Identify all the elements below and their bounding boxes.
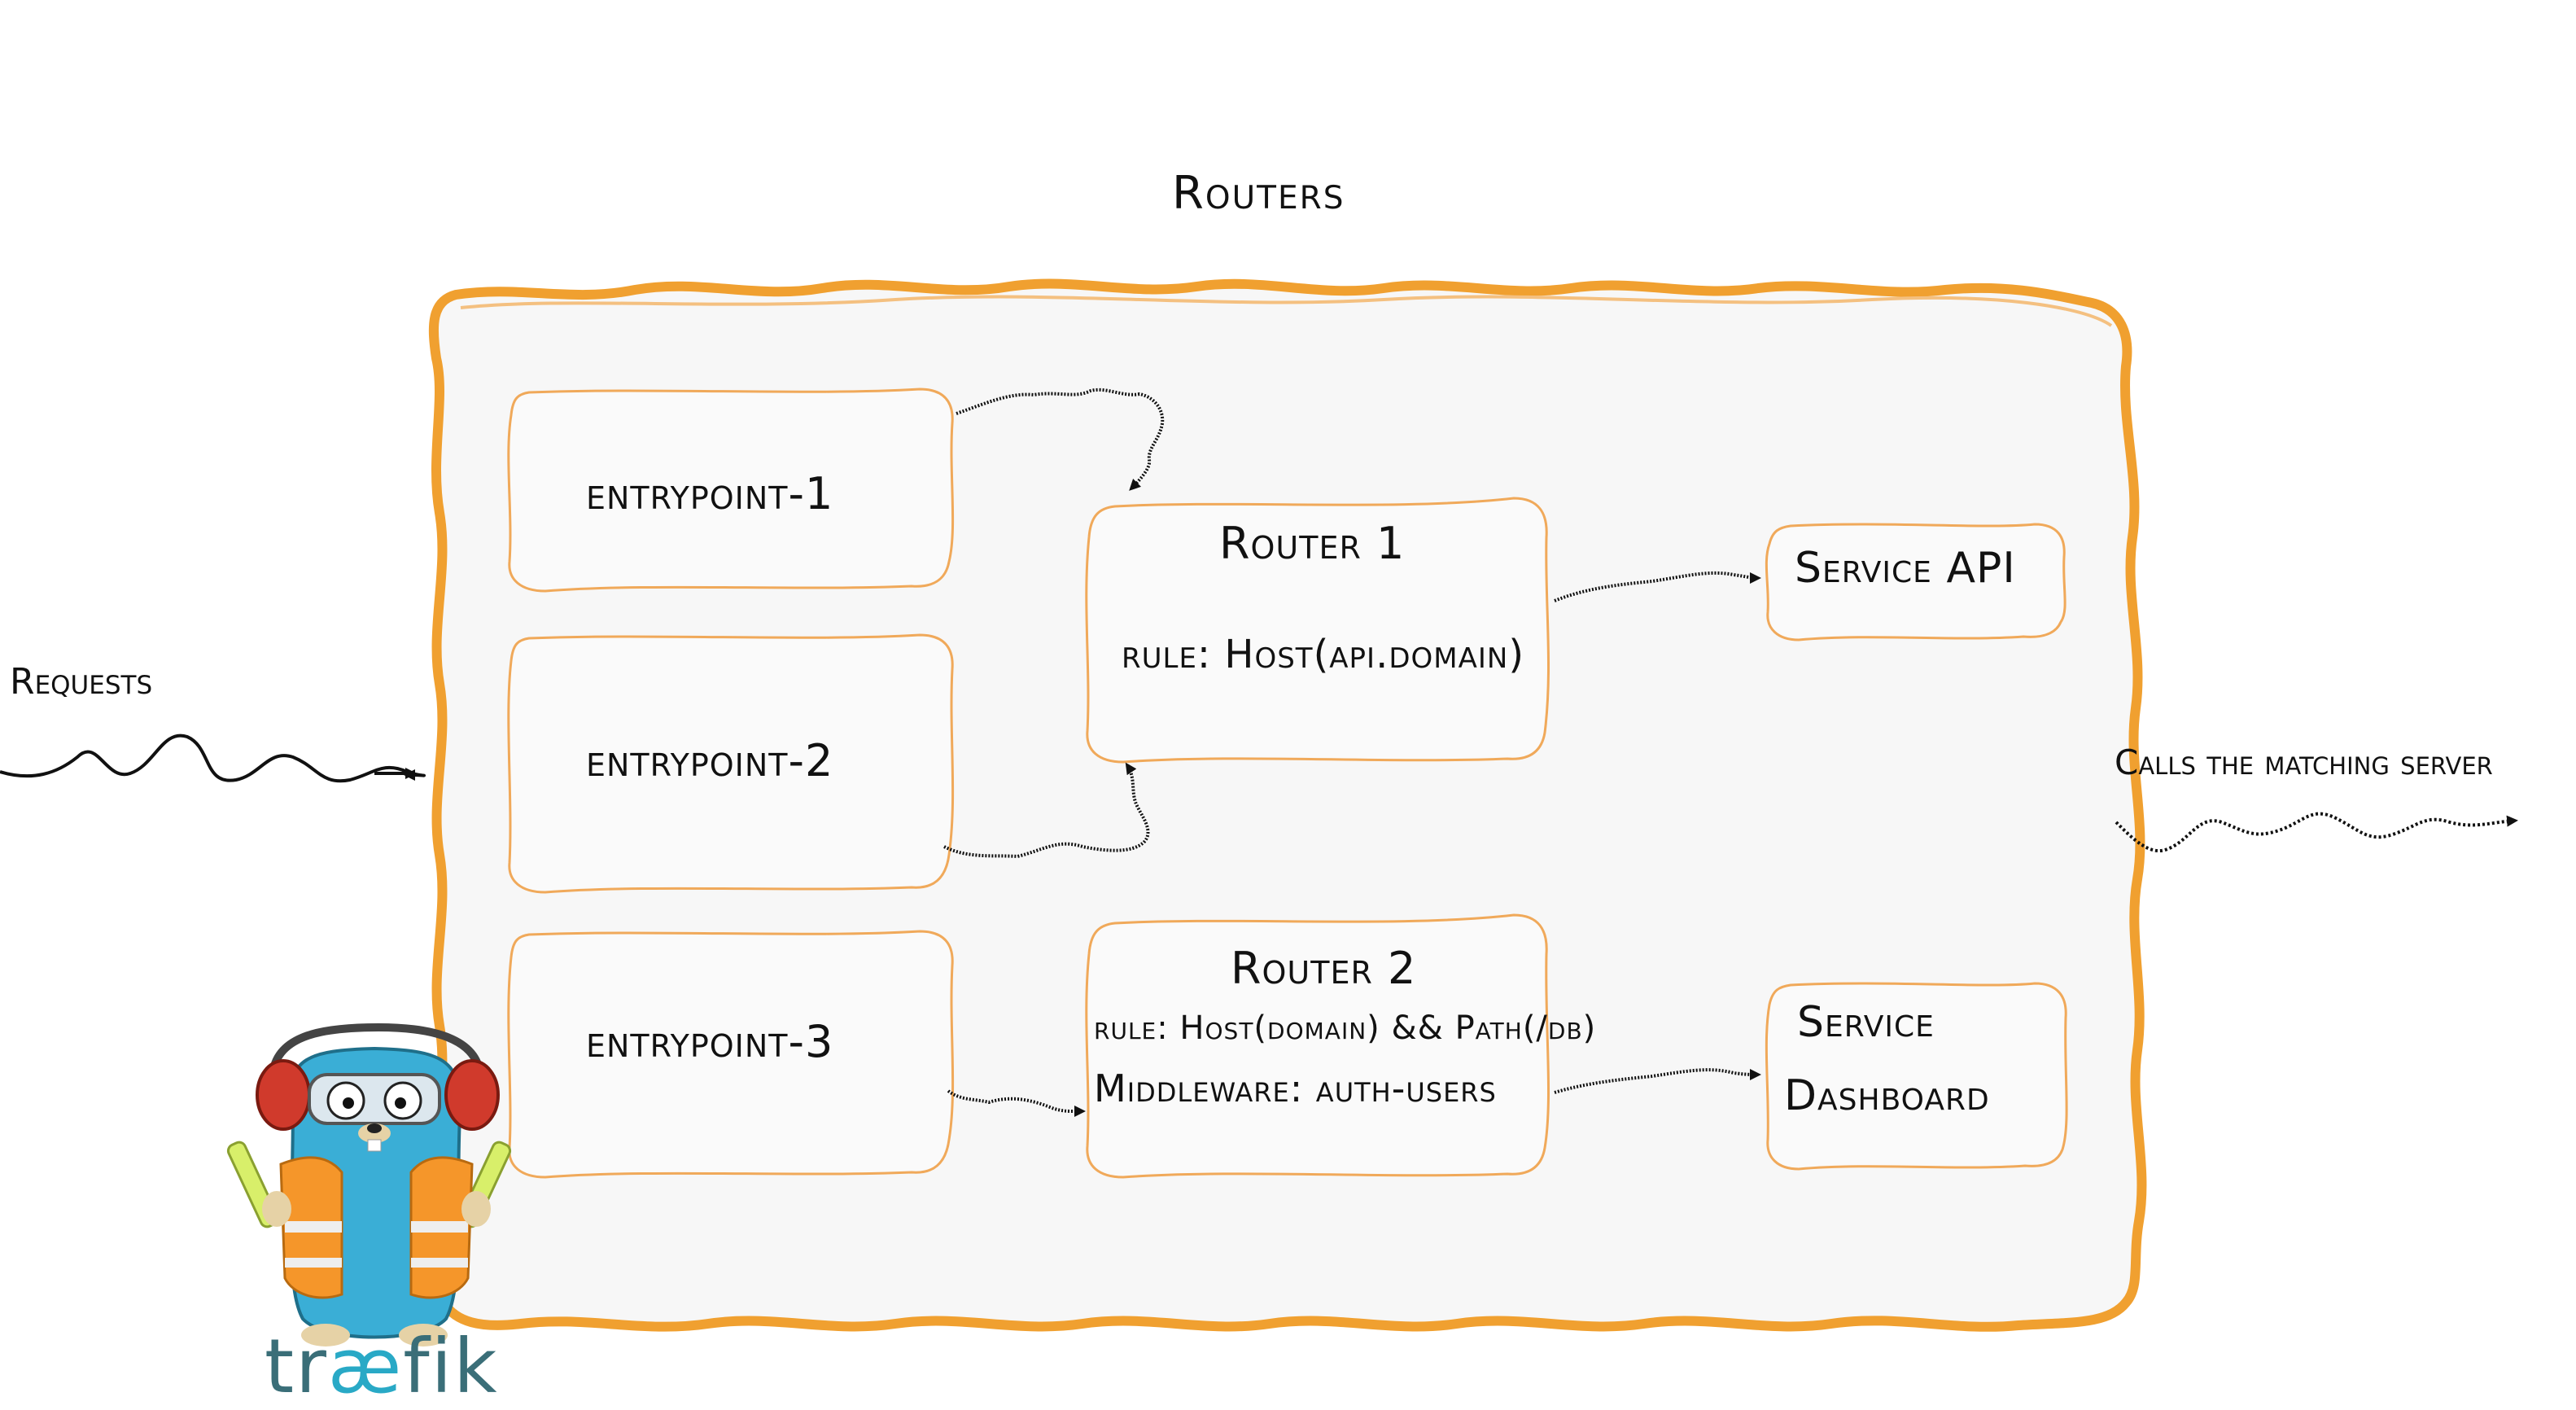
requests-arrow	[0, 733, 426, 783]
traefik-logo: træfik	[265, 1323, 498, 1410]
entrypoint-1-label: entrypoint-1	[586, 468, 834, 519]
router-2-middleware: Middleware: auth-users	[1094, 1066, 1497, 1110]
ep2-to-router1-arrow	[943, 762, 1150, 859]
router-2-rule: rule: Host(domain) && Path(/db)	[1094, 1009, 1597, 1047]
service-dashboard-box	[1765, 982, 2068, 1171]
output-label: Calls the matching server	[2115, 742, 2493, 782]
logo-text-tr: tr	[265, 1323, 328, 1410]
service-api-box	[1765, 523, 2066, 642]
service-dashboard-line2: Dashboard	[1784, 1071, 1990, 1120]
router-1-name: Router 1	[1219, 518, 1406, 569]
output-arrow	[2115, 812, 2518, 853]
entrypoint-2-box	[507, 633, 955, 894]
entrypoint-1-box	[507, 388, 955, 593]
router-2-box	[1085, 913, 1550, 1179]
entrypoint-3-box	[507, 930, 955, 1179]
service-dashboard-line1: Service	[1797, 998, 1935, 1047]
router-1-rule: rule: Host(api.domain)	[1122, 632, 1525, 677]
router-2-name: Router 2	[1231, 943, 1417, 994]
gopher-mascot	[226, 1022, 512, 1347]
router-1-box	[1085, 497, 1550, 764]
ep3-to-router2-arrow	[947, 1089, 1086, 1118]
ep1-to-router1-arrow	[956, 388, 1165, 491]
routers-frame-inner-stroke	[460, 295, 2113, 327]
entrypoint-2-label: entrypoint-2	[586, 735, 834, 786]
logo-text-fik: fik	[403, 1323, 499, 1410]
router2-to-service-dashboard-arrow	[1554, 1068, 1761, 1094]
diagram-title: Routers	[1172, 167, 1345, 220]
entrypoint-3-label: entrypoint-3	[586, 1016, 834, 1067]
logo-text-ae: æ	[327, 1323, 404, 1410]
router1-to-service-api-arrow	[1554, 571, 1761, 602]
requests-label: Requests	[10, 661, 153, 703]
service-api-label: Service API	[1795, 544, 2016, 593]
